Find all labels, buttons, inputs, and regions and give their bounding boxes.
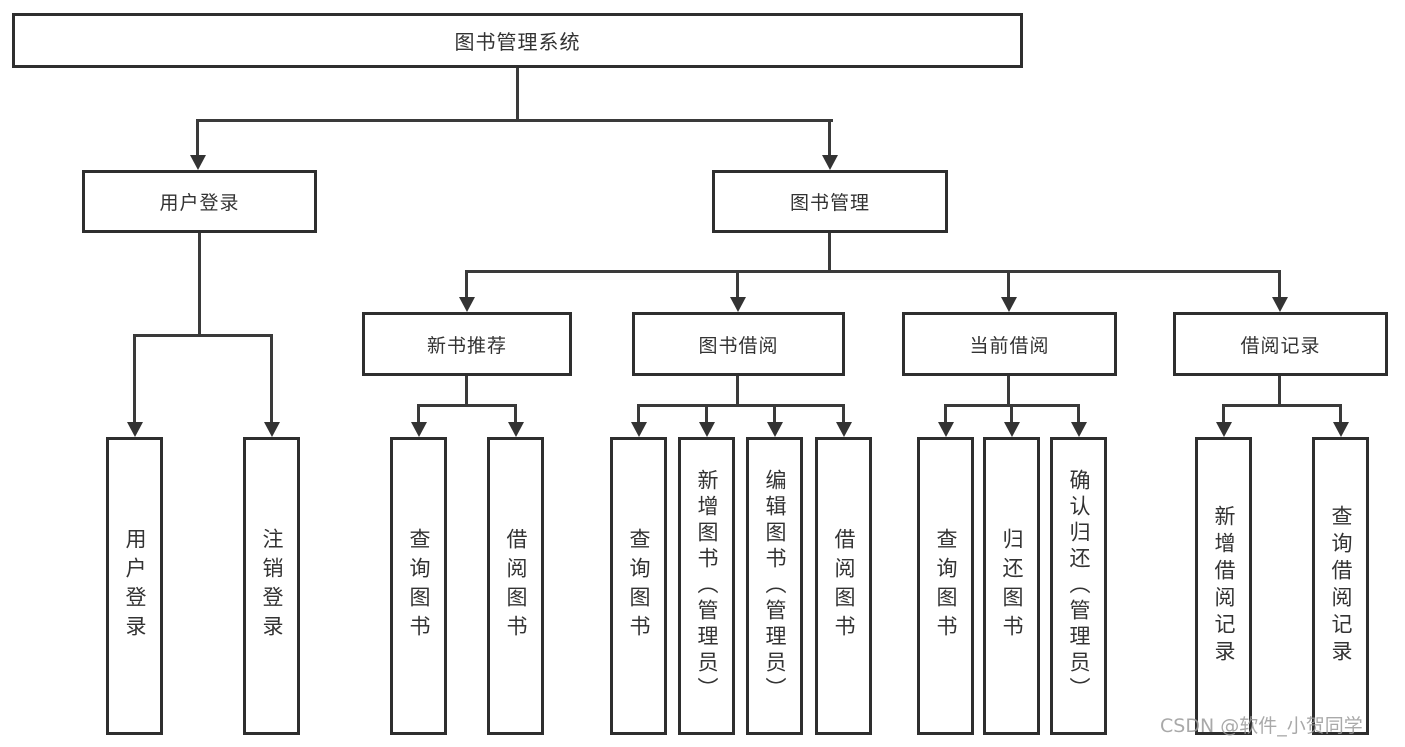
connector-drop-leaf — [1077, 404, 1080, 423]
arrow-down-icon — [631, 422, 647, 437]
leaf-borrow-books-newbooks: 借阅图书 — [487, 437, 544, 735]
arrow-down-icon — [411, 422, 427, 437]
leaf-label: 用户登录 — [123, 528, 147, 644]
node-label: 新书推荐 — [426, 334, 507, 357]
connector-drop-leaf — [1339, 404, 1342, 423]
leaf-label: 查询图书 — [407, 528, 431, 644]
leaf-label: 归还图书 — [1000, 528, 1024, 644]
leaf-add-borrow-record: 新增借阅记录 — [1195, 437, 1252, 735]
leaf-user-login: 用户登录 — [106, 437, 163, 735]
connector-drop-leaf — [514, 404, 517, 423]
connector-drop-leaf — [417, 404, 420, 423]
connector-borrowing-stem — [736, 376, 739, 407]
connector-drop-section — [736, 270, 739, 298]
leaf-label: 查询图书 — [934, 528, 958, 644]
node-label: 图书借阅 — [698, 334, 779, 357]
connector-drop-leaf — [705, 404, 708, 423]
arrow-down-icon — [767, 422, 783, 437]
connector-drop-leaf — [1010, 404, 1013, 423]
node-borrowing-records: 借阅记录 — [1173, 312, 1388, 376]
leaf-query-books-current: 查询图书 — [917, 437, 974, 735]
leaf-label: 借阅图书 — [504, 528, 528, 644]
leaf-label: 借阅图书 — [832, 528, 856, 644]
arrow-down-icon — [822, 155, 838, 170]
node-label: 图书管理系统 — [454, 30, 581, 54]
connector-current-stem — [1007, 376, 1010, 407]
leaf-query-books-borrowing: 查询图书 — [610, 437, 667, 735]
connector-new-books-stem — [465, 376, 468, 407]
connector-borrowing-hline — [637, 404, 845, 407]
leaf-label: 编辑图书（管理员） — [763, 469, 787, 703]
leaf-label: 注销登录 — [260, 528, 284, 644]
connector-drop-leaf — [637, 404, 640, 423]
connector-drop-leaf — [773, 404, 776, 423]
leaf-edit-book-admin: 编辑图书（管理员） — [746, 437, 803, 735]
node-user-login: 用户登录 — [82, 170, 317, 233]
connector-drop-section — [1278, 270, 1281, 298]
csdn-watermark: CSDN @软件_小贺同学 — [1160, 715, 1363, 737]
node-label: 用户登录 — [159, 192, 240, 214]
arrow-down-icon — [1216, 422, 1232, 437]
leaf-label: 确认归还（管理员） — [1067, 469, 1091, 703]
arrow-down-icon — [1333, 422, 1349, 437]
leaf-label: 新增借阅记录 — [1212, 505, 1236, 667]
connector-drop-section — [1007, 270, 1010, 298]
node-current-borrowing: 当前借阅 — [902, 312, 1117, 376]
arrow-down-icon — [1001, 297, 1017, 312]
connector-new-books-hline — [417, 404, 517, 407]
arrow-down-icon — [127, 422, 143, 437]
node-book-management: 图书管理 — [712, 170, 948, 233]
leaf-query-borrow-record: 查询借阅记录 — [1312, 437, 1369, 735]
arrow-down-icon — [264, 422, 280, 437]
leaf-return-books: 归还图书 — [983, 437, 1040, 735]
arrow-down-icon — [730, 297, 746, 312]
node-label: 当前借阅 — [969, 334, 1050, 357]
connector-drop-user-login — [196, 119, 199, 157]
arrow-down-icon — [459, 297, 475, 312]
arrow-down-icon — [190, 155, 206, 170]
arrow-down-icon — [508, 422, 524, 437]
leaf-logout: 注销登录 — [243, 437, 300, 735]
connector-user-login-hline — [133, 334, 273, 337]
connector-drop-leaf — [1222, 404, 1225, 423]
arrow-down-icon — [836, 422, 852, 437]
leaf-add-book-admin: 新增图书（管理员） — [678, 437, 735, 735]
connector-records-stem — [1278, 376, 1281, 407]
connector-drop-book-mgmt — [828, 119, 831, 157]
connector-root-stem — [516, 68, 519, 122]
node-label: 图书管理 — [789, 192, 870, 214]
arrow-down-icon — [938, 422, 954, 437]
node-label: 借阅记录 — [1240, 334, 1321, 357]
leaf-label: 查询图书 — [627, 528, 651, 644]
arrow-down-icon — [1071, 422, 1087, 437]
connector-user-login-stem — [198, 233, 201, 337]
node-library-management-system: 图书管理系统 — [12, 13, 1023, 68]
leaf-borrow-books-borrowing: 借阅图书 — [815, 437, 872, 735]
connector-drop-leaf — [133, 334, 136, 423]
connector-book-mgmt-hline — [465, 270, 1281, 273]
node-new-book-recommend: 新书推荐 — [362, 312, 572, 376]
node-book-borrowing: 图书借阅 — [632, 312, 845, 376]
connector-root-hline — [196, 119, 833, 122]
connector-drop-leaf — [944, 404, 947, 423]
leaf-label: 新增图书（管理员） — [695, 469, 719, 703]
connector-book-mgmt-stem — [828, 233, 831, 273]
connector-drop-leaf — [270, 334, 273, 423]
leaf-confirm-return-admin: 确认归还（管理员） — [1050, 437, 1107, 735]
arrow-down-icon — [1272, 297, 1288, 312]
connector-drop-leaf — [842, 404, 845, 423]
leaf-label: 查询借阅记录 — [1329, 505, 1353, 667]
connector-records-hline — [1222, 404, 1342, 407]
connector-drop-section — [465, 270, 468, 298]
arrow-down-icon — [699, 422, 715, 437]
arrow-down-icon — [1004, 422, 1020, 437]
leaf-query-books-newbooks: 查询图书 — [390, 437, 447, 735]
